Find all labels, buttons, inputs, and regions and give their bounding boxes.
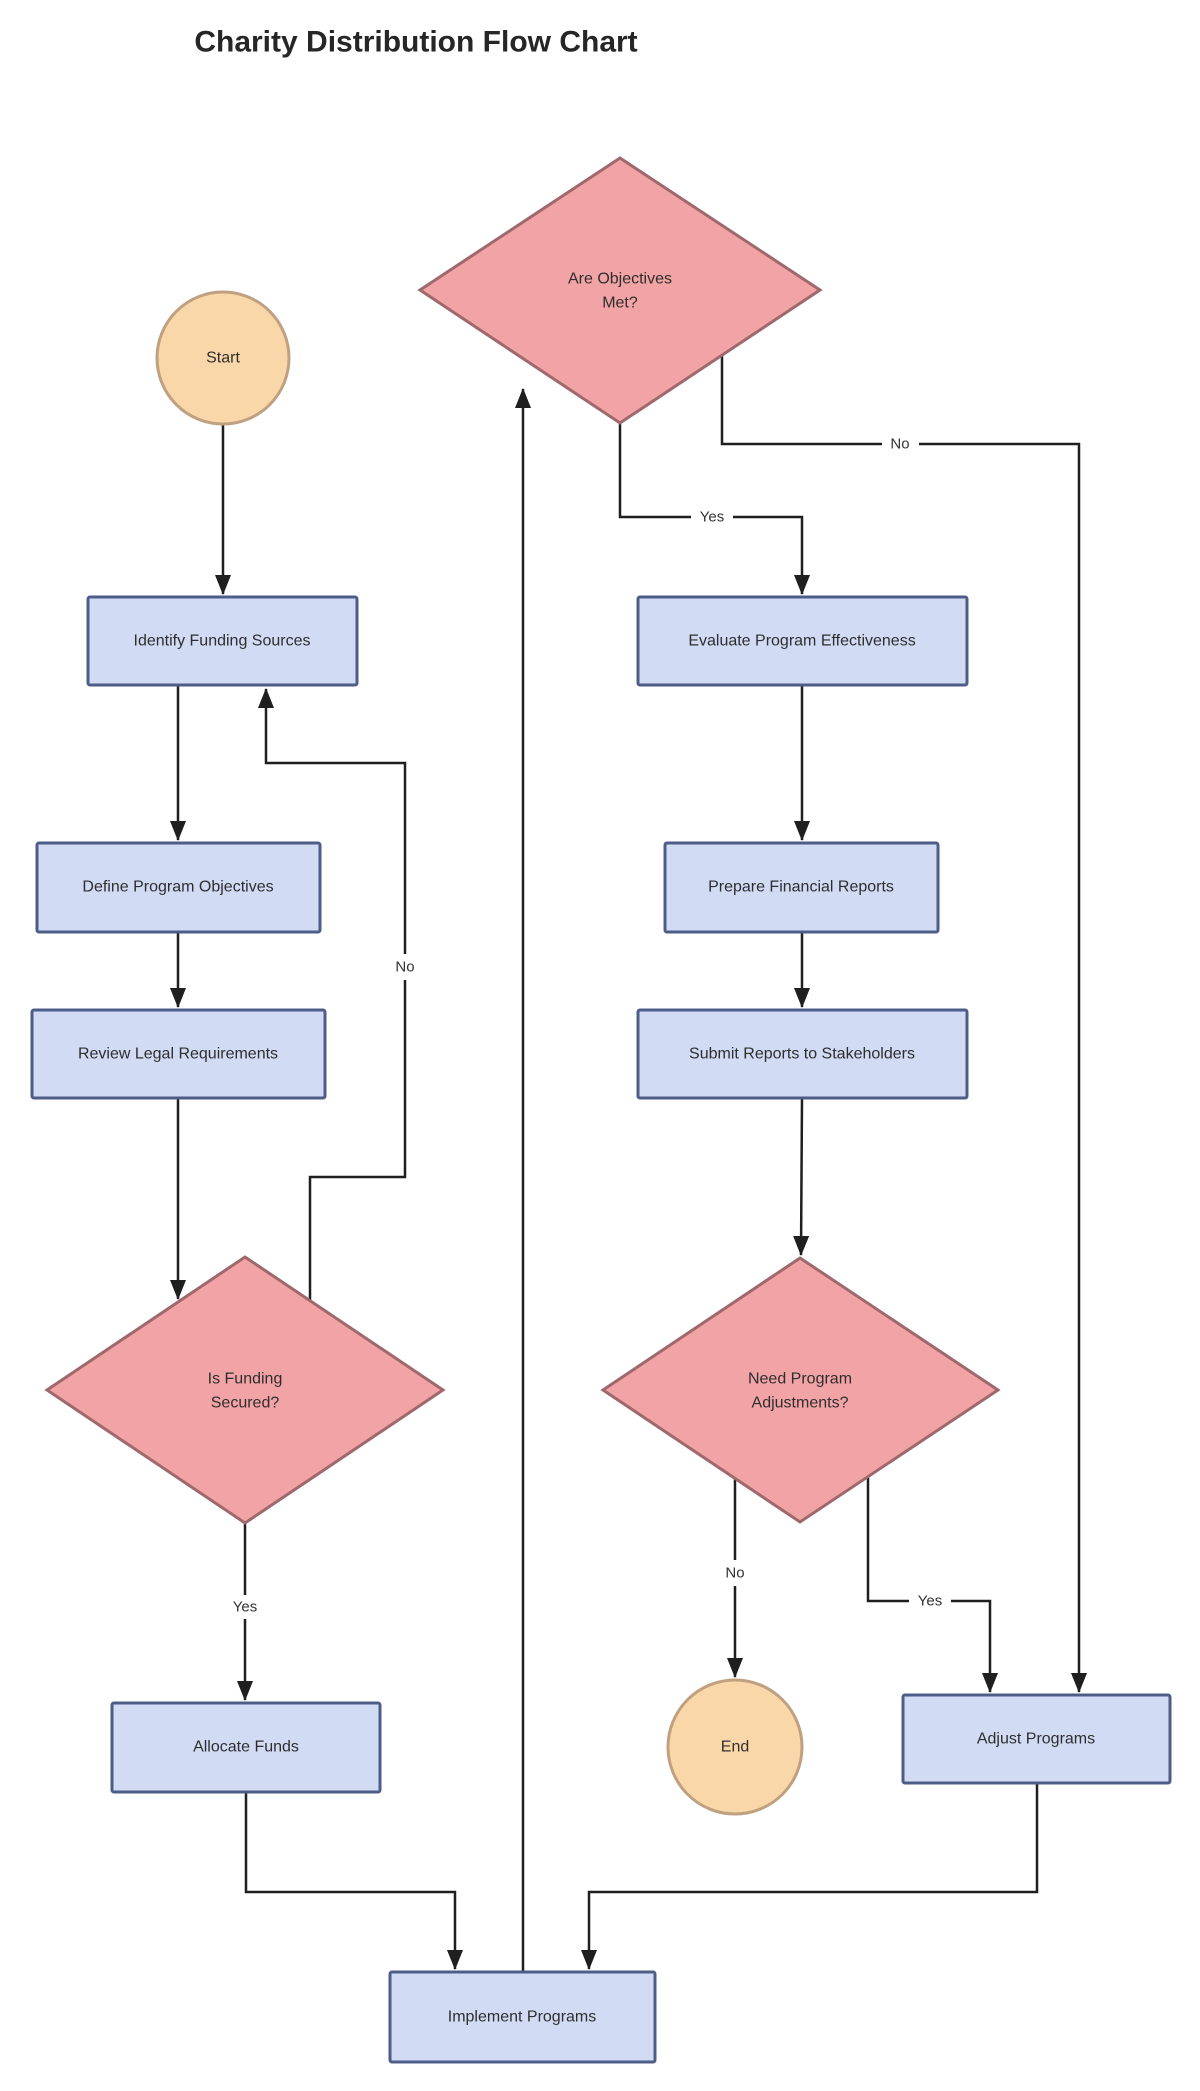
process-box xyxy=(636,595,969,687)
edge-adjust-to-implement xyxy=(581,1783,1039,1970)
node-prepare-reports: Prepare Financial Reports xyxy=(663,841,940,934)
node-label: End xyxy=(721,1739,749,1756)
label-bg xyxy=(224,1595,266,1619)
edge-label-text: Yes xyxy=(233,1599,257,1616)
edge-label-text: No xyxy=(725,1565,744,1582)
node-label: Submit Reports to Stakeholders xyxy=(689,1046,915,1063)
label-bg xyxy=(909,1590,951,1612)
decision-diamond xyxy=(600,1256,1001,1524)
node-label: Evaluate Program Effectiveness xyxy=(688,633,915,650)
node-label: Implement Programs xyxy=(448,2009,597,2026)
process-box xyxy=(663,841,940,934)
node-label: Review Legal Requirements xyxy=(78,1046,278,1063)
decision-diamond xyxy=(417,156,823,425)
process-box xyxy=(35,841,322,934)
node-label: Adjust Programs xyxy=(977,1731,1095,1748)
node-define-objectives: Define Program Objectives xyxy=(35,841,322,934)
node-label: Identify Funding Sources xyxy=(134,633,311,650)
edge-label-adjustments-no: No xyxy=(717,1560,754,1586)
label-bg xyxy=(691,506,733,528)
node-label: Prepare Financial Reports xyxy=(708,879,894,896)
node-submit-reports: Submit Reports to Stakeholders xyxy=(636,1008,969,1100)
process-box xyxy=(110,1701,382,1794)
node-end: End xyxy=(666,1678,804,1816)
edge-label-funding-yes: Yes xyxy=(224,1595,266,1619)
process-box xyxy=(86,595,359,687)
edge-submit-to-adjustments-decision xyxy=(793,1097,810,1256)
edge-label-objectives-yes: Yes xyxy=(691,506,733,528)
node-review-legal: Review Legal Requirements xyxy=(30,1008,327,1100)
edge-label-objectives-no: No xyxy=(882,433,919,455)
end-circle xyxy=(666,1678,804,1816)
node-identify-funding: Identify Funding Sources xyxy=(86,595,359,687)
node-label: Allocate Funds xyxy=(193,1739,299,1756)
edge-label-text: No xyxy=(395,959,414,976)
edge-label-text: No xyxy=(890,436,909,453)
start-circle xyxy=(155,290,291,426)
node-label-line2: Secured? xyxy=(211,1395,280,1412)
node-evaluate-effectiveness: Evaluate Program Effectiveness xyxy=(636,595,969,687)
label-bg xyxy=(387,954,424,980)
node-allocate-funds: Allocate Funds xyxy=(110,1701,382,1794)
edge-adjustments-yes-to-adjust xyxy=(866,1477,998,1693)
node-is-funding-secured: Is Funding Secured? xyxy=(44,1255,446,1525)
label-bg xyxy=(717,1560,754,1586)
edge-label-text: Yes xyxy=(918,1593,942,1610)
node-implement-programs: Implement Programs xyxy=(388,1970,657,2064)
node-adjust-programs: Adjust Programs xyxy=(901,1693,1172,1785)
node-label-line1: Are Objectives xyxy=(568,271,672,288)
process-box xyxy=(388,1970,657,2064)
edge-label-text: Yes xyxy=(700,509,724,526)
page-title: Charity Distribution Flow Chart xyxy=(194,26,637,59)
node-label-line2: Adjustments? xyxy=(752,1395,849,1412)
node-label-line1: Is Funding xyxy=(208,1371,283,1388)
node-label: Define Program Objectives xyxy=(82,879,273,896)
edge-funding-no-to-identify xyxy=(258,688,407,1301)
decision-diamond xyxy=(44,1255,446,1525)
node-start: Start xyxy=(155,290,291,426)
edge-label-funding-no: No xyxy=(387,954,424,980)
node-need-adjustments: Need Program Adjustments? xyxy=(600,1256,1001,1524)
process-box xyxy=(636,1008,969,1100)
node-label-line2: Met? xyxy=(602,295,638,312)
edge-label-adjustments-yes: Yes xyxy=(909,1590,951,1612)
node-label-line1: Need Program xyxy=(748,1371,852,1388)
node-are-objectives-met: Are Objectives Met? xyxy=(417,156,823,425)
process-box xyxy=(30,1008,327,1100)
node-label: Start xyxy=(206,350,240,367)
label-bg xyxy=(882,433,919,455)
edge-allocate-to-implement xyxy=(244,1792,463,1970)
process-box xyxy=(901,1693,1172,1785)
